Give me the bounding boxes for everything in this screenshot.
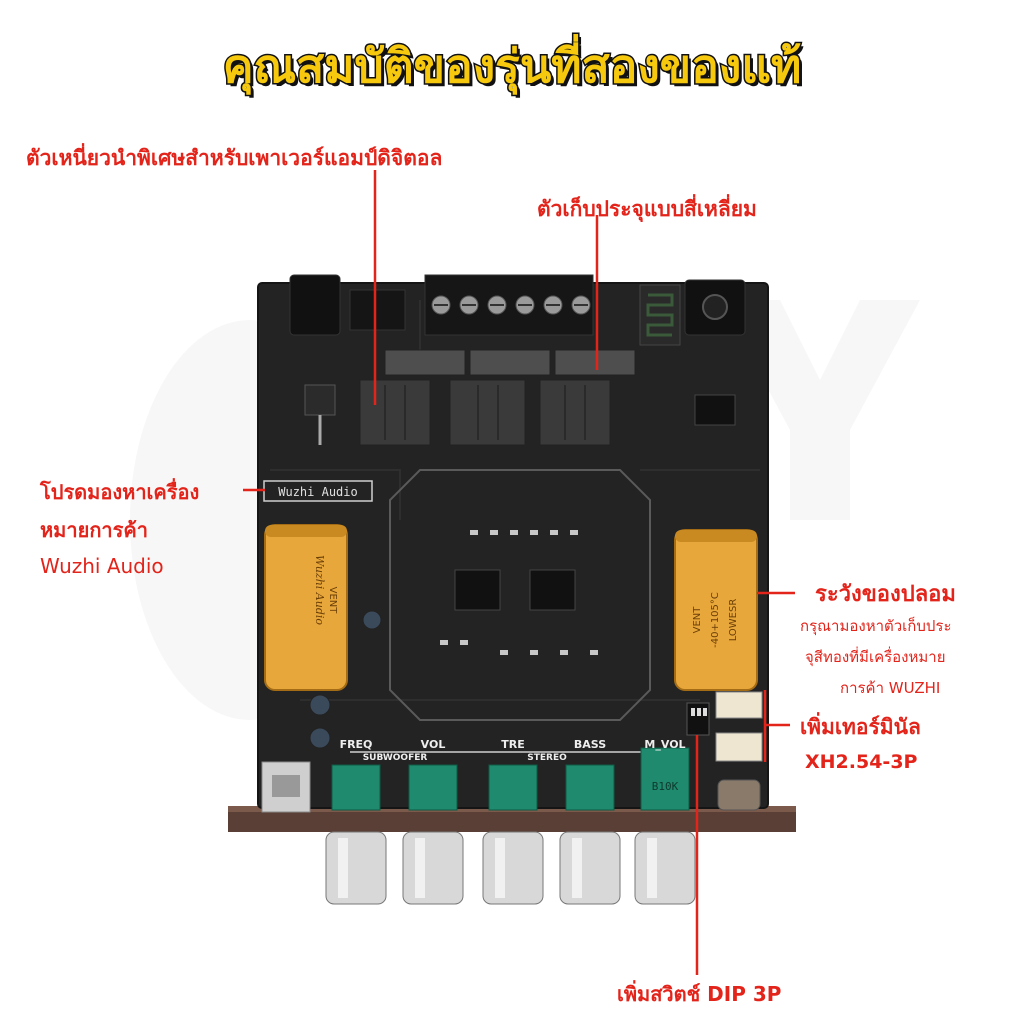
annotation-brand-line2: หมายการค้า [40,518,149,542]
inductors [359,379,611,446]
annotation-dip: เพิ่มสวิตช์ DIP 3P [617,982,782,1006]
capacitor-series: LOWESR [728,599,739,642]
knob-label: BASS [574,738,606,751]
small-capacitor [309,727,331,749]
diode [304,384,336,416]
capacitor-temp: -40+105°C [710,592,721,648]
annotation-fake-line1: กรุณามองหาตัวเก็บประ [800,617,952,635]
brand-silkscreen: Wuzhi Audio [278,485,357,499]
heatsink-outline [389,469,651,721]
small-capacitor [362,610,382,630]
annotation-fake-title: ระวังของปลอม [815,582,956,607]
annotation-inductor: ตัวเหนี่ยวนำพิเศษสำหรับเพาเวอร์แอมป์ดิจิ… [26,146,443,170]
box-capacitor [469,349,551,376]
inductor [539,379,611,446]
knob-label: FREQ [340,738,373,751]
dc-jack [289,274,341,336]
small-capacitor [309,694,331,716]
annotation-terminal-line2: XH2.54-3P [805,751,918,773]
annotation-lines [243,170,795,975]
pot-value: B10K [652,780,679,793]
potentiometers [331,747,690,811]
box-capacitor [554,349,636,376]
potentiometer [488,764,538,811]
usb-port [261,761,311,813]
page-title: คุณสมบัติของรุ่นที่สองของแท้ [221,38,803,95]
speaker-terminal-block [424,274,594,336]
capacitor-brand: Wuzhi Audio [313,555,326,625]
amplifier-chip [529,569,576,611]
front-plate [228,810,796,832]
inductor [359,379,431,446]
knob-highlight [647,838,657,898]
group-label: STEREO [527,753,567,763]
knob-highlight [572,838,582,898]
xh-terminal [715,691,763,719]
group-label: SUBWOOFER [363,753,428,763]
annotation-brand-line1: โปรดมองหาเครื่อง [40,480,200,504]
volume-knob [402,831,464,905]
gold-capacitor-right: VENT -40+105°C LOWESR [674,529,758,691]
volume-knob [634,831,696,905]
side-button [717,779,761,811]
potentiometer [408,764,458,811]
capacitor-vent: VENT [327,587,338,615]
knob-highlight [415,838,425,898]
potentiometer [565,764,615,811]
volume-knob [559,831,621,905]
box-capacitor [384,349,466,376]
annotation-fake-line2: จุสีทองที่มีเครื่องหมาย [805,648,946,666]
knobs [325,831,696,905]
volume-knob [482,831,544,905]
annotation-capacitor: ตัวเก็บประจุแบบสี่เหลี่ยม [537,197,757,221]
potentiometer [331,764,381,811]
annotation-terminal-line1: เพิ่มเทอร์มินัล [800,715,921,739]
capacitor-vent: VENT [692,606,703,634]
volume-knob [325,831,387,905]
dip-switch [686,702,710,736]
bluetooth-chip [694,394,736,426]
knob-labels: FREQ VOL TRE BASS M_VOL SUBWOOFER STEREO B10K [340,738,686,793]
annotation-brand-line3: Wuzhi Audio [40,554,164,578]
knob-label: VOL [421,738,446,751]
inductor [449,379,526,446]
box-capacitors [384,349,636,376]
potentiometer [640,747,690,811]
knob-highlight [495,838,505,898]
annotation-fake-line3: การค้า WUZHI [840,679,941,697]
gold-capacitor-left: Wuzhi Audio VENT [264,524,348,691]
knob-label: M_VOL [644,738,685,751]
amplifier-chip [454,569,501,611]
knob-label: TRE [501,738,525,751]
xh-terminal [715,732,763,762]
knob-highlight [338,838,348,898]
